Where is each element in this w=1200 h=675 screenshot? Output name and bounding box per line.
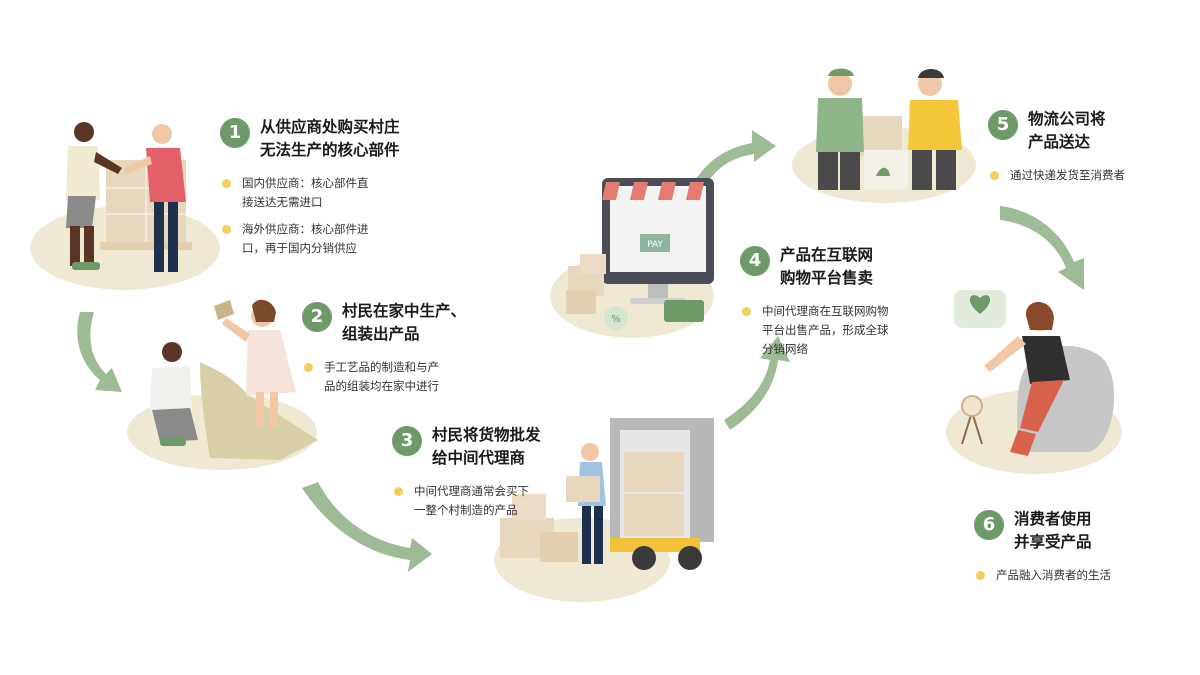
step-1: 1 从供应商处购买村庄 无法生产的核心部件 国内供应商：核心部件直接送达无需进口…	[220, 116, 400, 266]
step-3: 3 村民将货物批发 给中间代理商 中间代理商通常会买下一整个村制造的产品	[392, 424, 541, 528]
bullet-item: 中间代理商通常会买下一整个村制造的产品	[394, 482, 541, 520]
flow-arrow-1-2	[77, 312, 122, 392]
step-title: 村民将货物批发 给中间代理商	[432, 426, 541, 467]
flow-arrow-4-5	[694, 130, 776, 188]
scene-2-crafting	[150, 299, 318, 460]
flow-arrow-5-6	[1000, 206, 1084, 290]
step-5: 5 物流公司将 产品送达 通过快递发货至消费者	[988, 108, 1125, 193]
step-bullets: 中间代理商通常会买下一整个村制造的产品	[392, 482, 541, 520]
step-bullets: 产品融入消费者的生活	[974, 566, 1111, 585]
sale-tag: %	[611, 314, 621, 325]
step-title: 从供应商处购买村庄 无法生产的核心部件	[260, 118, 400, 159]
step-number-badge: 6	[974, 510, 1004, 540]
bullet-item: 国内供应商：核心部件直接送达无需进口	[222, 174, 400, 212]
bullet-item: 海外供应商：核心部件进口，再于国内分销供应	[222, 220, 400, 258]
pay-label: PAY	[647, 240, 663, 250]
step-bullets: 通过快递发货至消费者	[988, 166, 1125, 185]
step-title: 产品在互联网 购物平台售卖	[780, 246, 874, 287]
step-title: 消费者使用 并享受产品	[1014, 510, 1092, 551]
bullet-item: 产品融入消费者的生活	[976, 566, 1111, 585]
step-bullets: 中间代理商在互联网购物平台出售产品，形成全球分销网络	[740, 302, 889, 359]
bullet-item: 手工艺品的制造和与产品的组装均在家中进行	[303, 358, 466, 396]
step-bullets: 国内供应商：核心部件直接送达无需进口 海外供应商：核心部件进口，再于国内分销供应	[220, 174, 400, 258]
scene-6-consumer	[954, 290, 1115, 456]
step-bullets: 手工艺品的制造和与产品的组装均在家中进行	[302, 358, 466, 396]
scene-3-truck	[500, 418, 714, 570]
scene-4-online-store: PAY %	[566, 178, 714, 330]
flow-arrow-3-4	[724, 336, 790, 430]
step-number-badge: 1	[220, 118, 250, 148]
flow-arrow-2-3	[302, 482, 432, 572]
bullet-item: 通过快递发货至消费者	[990, 166, 1125, 185]
step-title: 村民在家中生产、 组装出产品	[342, 302, 467, 343]
step-2: 2 村民在家中生产、 组装出产品 手工艺品的制造和与产品的组装均在家中进行	[302, 300, 466, 404]
scene-5-delivery	[816, 68, 962, 190]
step-6: 6 消费者使用 并享受产品 产品融入消费者的生活	[974, 508, 1111, 593]
step-number-badge: 4	[740, 246, 770, 276]
bullet-item: 中间代理商在互联网购物平台出售产品，形成全球分销网络	[742, 302, 889, 359]
step-number-badge: 2	[302, 302, 332, 332]
step-number-badge: 5	[988, 110, 1018, 140]
scene-1-handshake	[66, 122, 192, 272]
step-number-badge: 3	[392, 426, 422, 456]
step-4: 4 产品在互联网 购物平台售卖 中间代理商在互联网购物平台出售产品，形成全球分销…	[740, 244, 889, 367]
step-title: 物流公司将 产品送达	[1028, 110, 1106, 151]
